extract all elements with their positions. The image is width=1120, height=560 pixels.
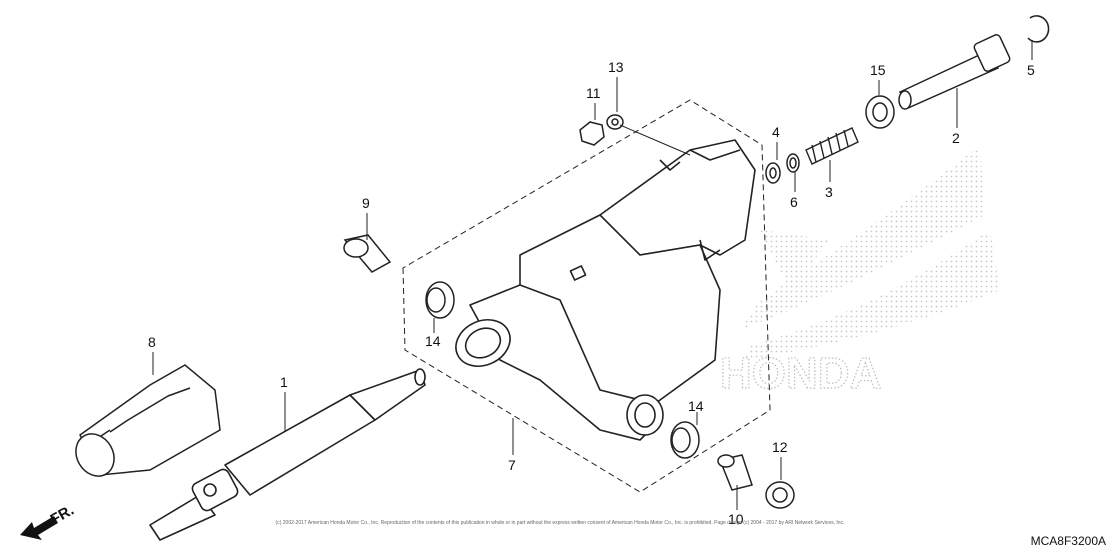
front-direction-indicator: FR. [20, 502, 77, 540]
callout-11: 11 [586, 85, 601, 101]
arrow-icon [20, 516, 58, 540]
driveshaft-boot [75, 364, 221, 477]
washer-13 [606, 114, 624, 130]
honda-wing-watermark: HONDA [719, 145, 1000, 399]
callout-8: 8 [148, 334, 156, 350]
swingarm [455, 139, 756, 441]
callout-numbers: 1 2 3 4 5 6 7 8 9 10 11 12 13 14 14 15 [148, 59, 1035, 527]
callout-1: 1 [280, 374, 288, 390]
final-drive-shaft [898, 34, 1011, 110]
callout-3: 3 [825, 184, 833, 200]
spring-seat [865, 95, 895, 129]
pivot-locknut [765, 481, 795, 509]
bearing-upper [425, 281, 455, 319]
callout-14-upper: 14 [425, 333, 441, 349]
callout-2: 2 [952, 130, 960, 146]
callout-12: 12 [772, 439, 788, 455]
callout-5: 5 [1027, 62, 1035, 78]
callout-15: 15 [870, 62, 886, 78]
callout-4: 4 [772, 124, 780, 140]
drive-shaft [149, 368, 426, 541]
callout-7: 7 [508, 457, 516, 473]
bearing-lower [670, 421, 700, 459]
callout-13: 13 [608, 59, 624, 75]
washer-4 [765, 162, 781, 184]
washer-6 [786, 153, 800, 173]
callout-6: 6 [790, 194, 798, 210]
leader-line [619, 124, 691, 156]
pivot-bolt-right [717, 454, 753, 491]
pivot-bolt-left [343, 234, 392, 273]
callout-14-lower: 14 [688, 398, 704, 414]
leader-lines [152, 40, 1033, 510]
callout-9: 9 [362, 195, 370, 211]
callout-10: 10 [728, 511, 744, 527]
nut [579, 121, 605, 146]
spring [805, 127, 859, 165]
circlip [1027, 15, 1050, 43]
honda-watermark-text: HONDA [720, 349, 881, 398]
assembly-boundary [402, 99, 771, 493]
copyright-notice: (c) 2002-2017 American Honda Motor Co., … [275, 520, 845, 526]
diagram-code: MCA8F3200A [1030, 534, 1106, 548]
